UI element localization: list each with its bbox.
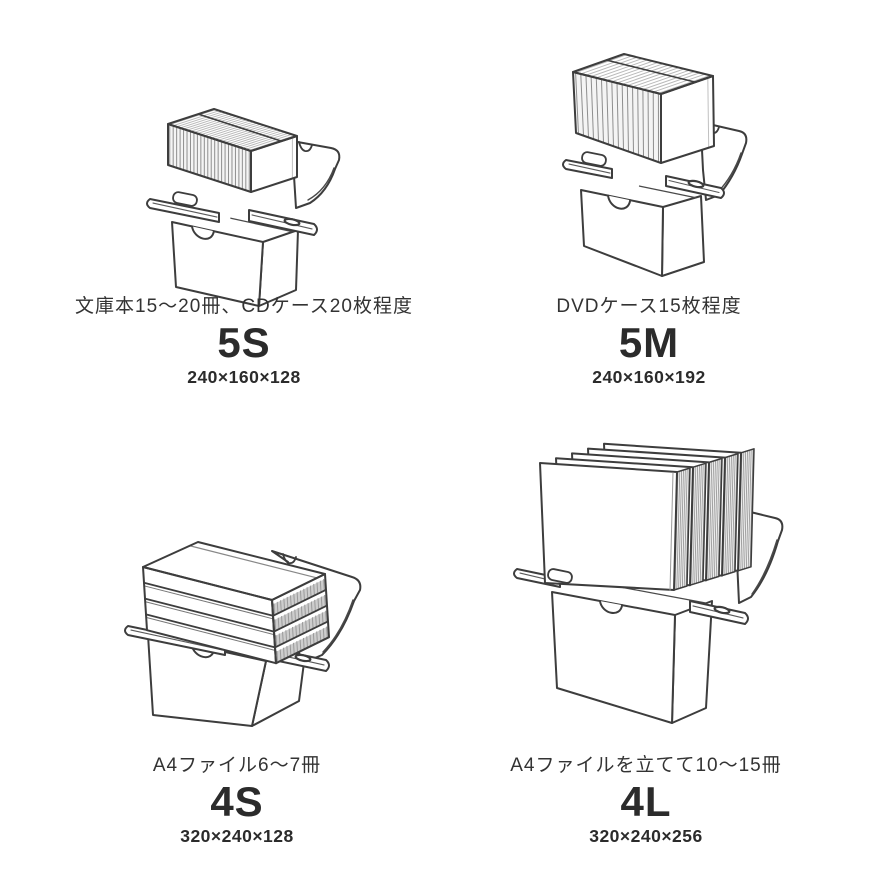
size-description-4l: A4ファイルを立てて10〜15冊 bbox=[510, 755, 782, 776]
size-card-5s: 文庫本15〜20冊、CDケース20枚程度 5S 240×160×128 bbox=[29, 294, 459, 387]
illustration-5m-box-with-dvd-cases bbox=[562, 53, 748, 277]
size-description-5s: 文庫本15〜20冊、CDケース20枚程度 bbox=[75, 296, 413, 317]
size-code-5m: 5M bbox=[618, 319, 680, 366]
dimensions-5m: 240×160×192 bbox=[592, 367, 706, 387]
illustration-5s-box-with-books bbox=[146, 108, 341, 307]
illustration-4l-box-with-upright-files bbox=[513, 442, 784, 724]
dimensions-5s: 240×160×128 bbox=[187, 367, 301, 387]
size-card-4l: A4ファイルを立てて10〜15冊 4L 320×240×256 bbox=[431, 753, 861, 846]
size-card-4s: A4ファイル6〜7冊 4S 320×240×128 bbox=[22, 753, 452, 846]
size-code-4l: 4L bbox=[620, 778, 672, 825]
size-description-4s: A4ファイル6〜7冊 bbox=[152, 755, 322, 776]
illustration-4s-box-with-flat-files bbox=[124, 541, 362, 727]
size-description-5m: DVDケース15枚程度 bbox=[556, 296, 742, 317]
dimensions-4s: 320×240×128 bbox=[180, 826, 294, 846]
size-code-4s: 4S bbox=[210, 778, 264, 825]
size-card-5m: DVDケース15枚程度 5M 240×160×192 bbox=[434, 294, 864, 387]
size-code-5s: 5S bbox=[217, 319, 271, 366]
dimensions-4l: 320×240×256 bbox=[589, 826, 703, 846]
